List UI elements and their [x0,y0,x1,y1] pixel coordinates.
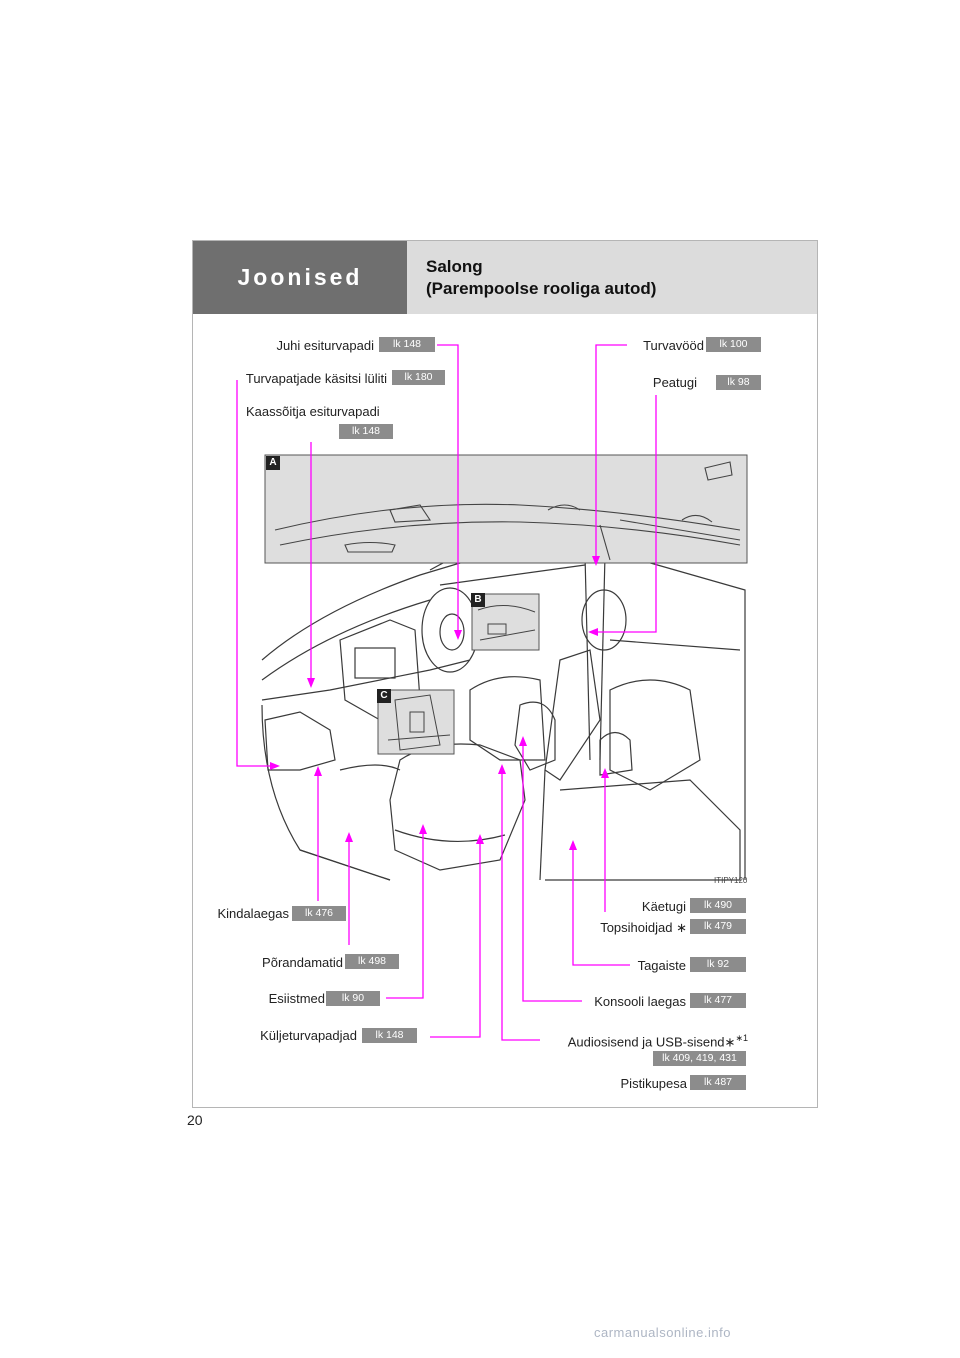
title-line-1: Salong [426,257,483,276]
callout-passenger-airbag-ref[interactable]: lk 148 [339,424,393,439]
callout-cup-holders-label: Topsihoidjad ∗ [600,920,687,936]
leader-console-box [522,744,582,1002]
callout-side-airbags-ref[interactable]: lk 148 [362,1028,417,1043]
callout-seatback-ref[interactable]: lk 92 [690,957,746,972]
inset-a-panel [264,454,748,564]
inset-tag-b: B [471,593,485,607]
leader-seat-belts [595,344,627,558]
callout-front-seats-label: Esiistmed [268,991,325,1006]
inset-b-lines [477,605,536,641]
image-code: ITIPY120 [714,876,748,885]
callout-armrest-ref[interactable]: lk 490 [690,898,746,913]
inset-c-lines [387,694,451,751]
leader-airbag-switch [236,380,272,767]
section-tab: Joonised [193,241,407,314]
leader-lines [236,344,657,1041]
leader-audio-usb [501,772,540,1041]
callout-floor-mats-ref[interactable]: lk 498 [345,954,399,969]
page-title: Salong (Parempoolse rooliga autod) [426,256,656,300]
callout-side-airbags-label: Küljeturvapadjad [260,1028,357,1043]
audio-usb-star: ∗ [724,1034,736,1050]
callout-console-box-label: Konsooli laegas [594,994,686,1009]
callout-seat-belts-label: Turvavööd [643,338,704,353]
callout-glovebox-label: Kindalaegas [217,906,289,921]
callout-audio-usb-label: Audiosisend ja USB-sisend∗∗1 [568,1030,748,1050]
callout-head-restraint-label: Peatugi [652,375,697,390]
callout-floor-mats-label: Põrandamatid [262,955,343,970]
callout-cup-holders-ref[interactable]: lk 479 [690,919,746,934]
callout-power-outlet-ref[interactable]: lk 487 [690,1075,746,1090]
leader-arrowheads [270,556,609,850]
callout-console-box-ref[interactable]: lk 477 [690,993,746,1008]
leader-seatback [572,848,630,966]
title-line-2: (Parempoolse rooliga autod) [426,279,657,298]
callout-airbag-switch-ref[interactable]: lk 180 [392,370,445,385]
callout-driver-airbag-label: Juhi esiturvapadi [276,338,374,353]
leader-driver-airbag [437,344,459,632]
page-number: 20 [187,1112,203,1128]
callout-audio-usb-ref[interactable]: lk 409, 419, 431 [653,1051,746,1066]
leader-head-restraint [596,395,657,633]
callout-power-outlet-label: Pistikupesa [620,1076,687,1091]
callout-head-restraint-ref[interactable]: lk 98 [716,375,761,390]
callout-seat-belts-ref[interactable]: lk 100 [706,337,761,352]
inset-tag-a: A [266,456,280,470]
interior-line-art [261,519,746,881]
inset-a-lines [274,461,741,561]
leader-front-seats [386,832,424,999]
callout-front-seats-ref[interactable]: lk 90 [326,991,380,1006]
audio-usb-text: Audiosisend ja USB-sisend [567,1034,725,1050]
callout-armrest-label: Käetugi [641,899,686,914]
cup-holders-star: ∗ [676,920,687,935]
audio-usb-note: ∗1 [735,1033,748,1043]
leader-side-airbags [430,842,481,1038]
watermark: carmanualsonline.info [594,1325,731,1340]
callout-driver-airbag-ref[interactable]: lk 148 [379,337,435,352]
callout-airbag-switch-label: Turvapatjade käsitsi lüliti [245,371,387,386]
callout-seatback-label: Tagaiste [637,958,686,973]
cup-holders-text: Topsihoidjad [600,920,673,935]
callout-glovebox-ref[interactable]: lk 476 [292,906,346,921]
callout-passenger-airbag-label: Kaassõitja esiturvapadi [246,404,380,419]
inset-tag-c: C [377,689,391,703]
